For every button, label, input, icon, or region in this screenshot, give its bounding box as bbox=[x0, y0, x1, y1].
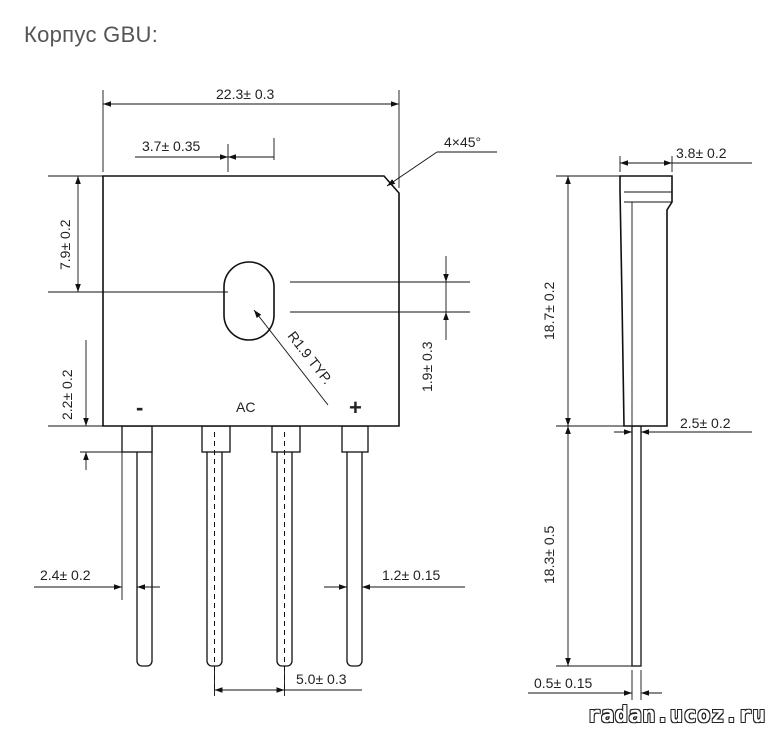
dim-hole-diameter: 1.9± 0.3 bbox=[419, 341, 435, 392]
dim-body-height: 18.7± 0.2 bbox=[541, 282, 557, 340]
dim-chamfer: 4×45° bbox=[444, 134, 481, 150]
dim-lead-length: 18.3± 0.5 bbox=[541, 526, 557, 584]
dim-lead-thickness-side: 0.5± 0.15 bbox=[534, 675, 592, 691]
dim-lead-width: 2.4± 0.2 bbox=[40, 567, 91, 583]
watermark: radan.ucoz.ru bbox=[587, 703, 766, 728]
mounting-slot bbox=[223, 261, 275, 341]
side-lead bbox=[631, 425, 642, 667]
side-body bbox=[619, 175, 673, 427]
dim-lead-spacing-bottom: 2.2± 0.2 bbox=[59, 369, 75, 420]
dim-lead-thickness-front: 1.2± 0.15 bbox=[382, 567, 440, 583]
dim-width-total: 22.3± 0.3 bbox=[216, 86, 274, 102]
pin-ac-label: AC bbox=[236, 399, 255, 415]
dim-lead-pitch: 5.0± 0.3 bbox=[296, 671, 347, 687]
page-title: Корпус GBU: bbox=[24, 22, 159, 47]
lead-1 bbox=[136, 425, 153, 667]
lead-4 bbox=[346, 425, 363, 667]
pin-plus-label: + bbox=[349, 395, 362, 420]
dim-hole-offset: 3.7± 0.35 bbox=[142, 138, 200, 154]
pin-minus-label: - bbox=[136, 395, 143, 420]
front-view: - AC + 22.3± 0.3 3.7± 0.35 4×45° 7.9± 0.… bbox=[34, 86, 497, 696]
dim-upper-height: 7.9± 0.2 bbox=[57, 219, 73, 270]
side-view: 3.8± 0.2 18.7± 0.2 2.5± 0.2 18.3± 0.5 0.… bbox=[528, 145, 752, 700]
front-leads bbox=[121, 425, 369, 667]
dim-lead-offset-side: 2.5± 0.2 bbox=[680, 415, 731, 431]
dim-body-thickness: 3.8± 0.2 bbox=[676, 145, 727, 161]
